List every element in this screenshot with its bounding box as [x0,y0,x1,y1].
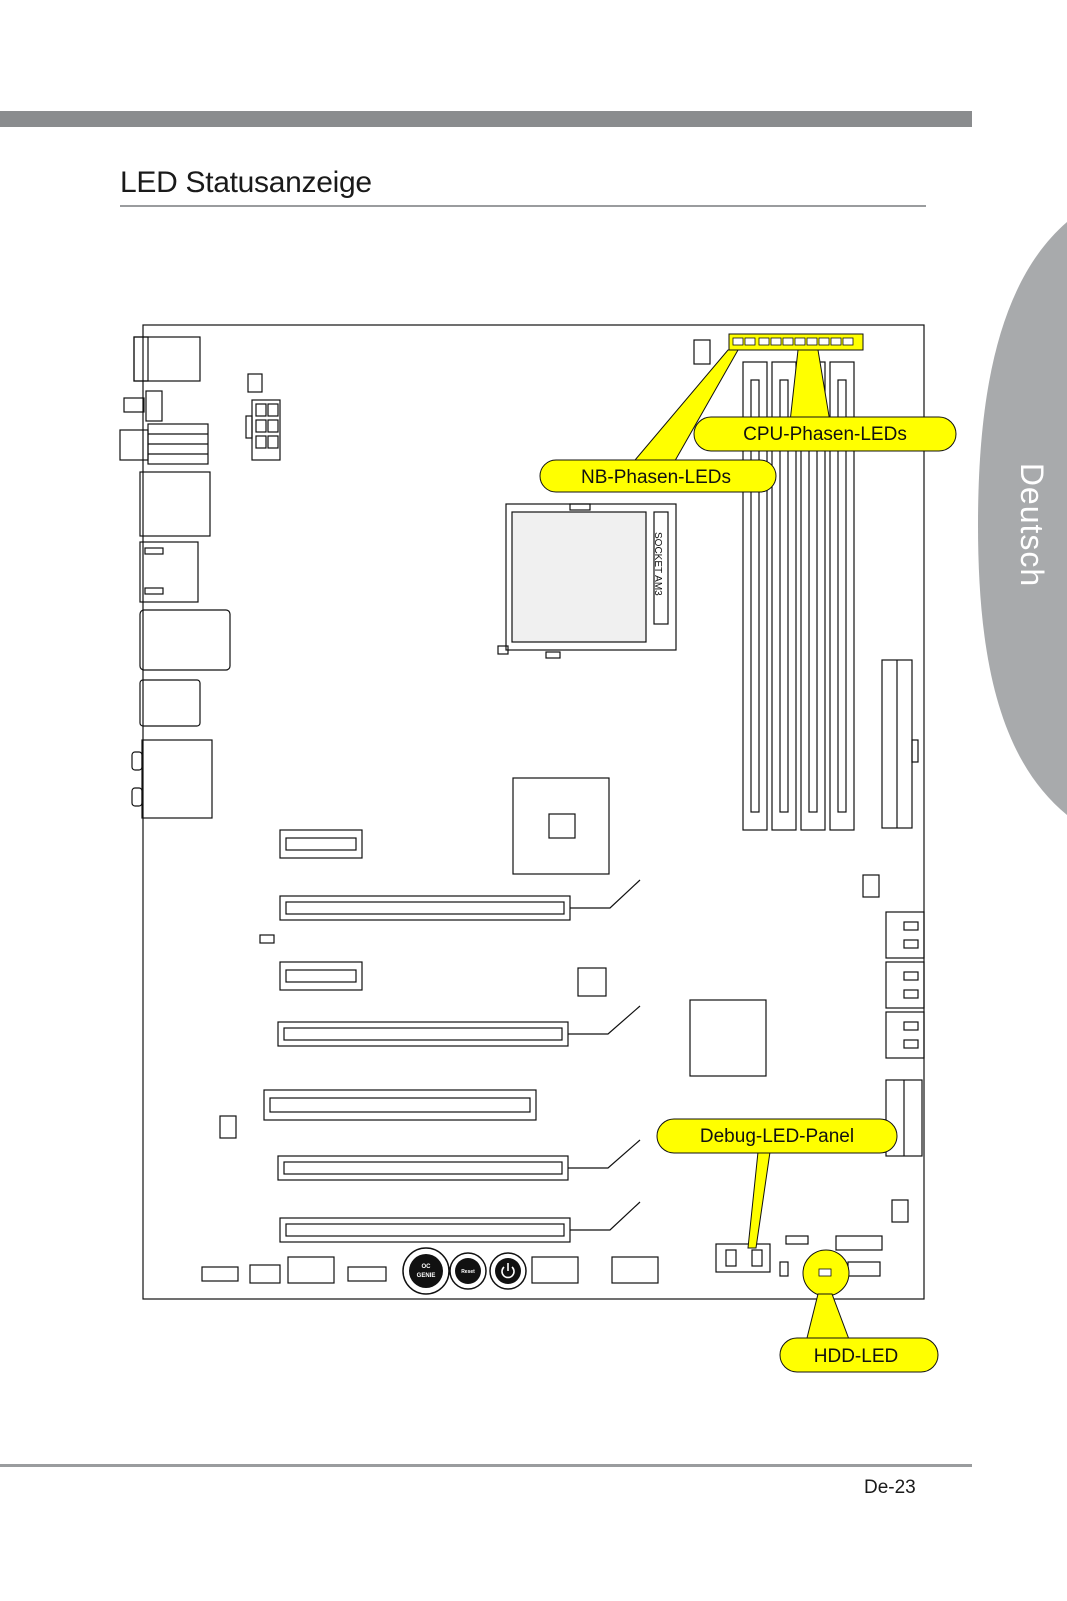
cpu-fan-header [693,339,711,365]
title-underline [120,205,926,207]
genie-label: GENIE [417,1273,436,1279]
northbridge-chip [512,777,610,875]
debug-led-display [715,1243,771,1273]
reset-label: Reset [461,1269,475,1275]
southbridge-chip [689,999,767,1077]
fan-header-right [891,1199,909,1223]
pcie-x1-slots [279,829,363,991]
callout-cpu-phase-label: CPU-Phasen-LEDs [743,424,907,445]
callout-nb-phase-label: NB-Phasen-LEDs [581,467,731,488]
sys-fan-header [862,874,880,898]
northbridge-core [548,813,576,839]
reset-button: Reset [449,1252,487,1290]
cpu-socket [497,503,677,659]
sata-ports [885,911,925,1059]
pci-slot [263,1089,537,1121]
pcie-x16-slots [277,879,641,1243]
socket-label: SOCKET AM3 [652,532,663,596]
callout-debug-panel-label: Debug-LED-Panel [700,1126,854,1147]
rear-io-ports [119,336,231,819]
callout-nb-phase: NB-Phasen-LEDs [539,349,777,493]
callout-cpu-phase: CPU-Phasen-LEDs [693,349,957,452]
page-number: De-23 [864,1477,916,1498]
board-outline [142,324,925,1300]
atx-power-connector [881,659,919,829]
header-bar [0,111,972,127]
cpu-power-connector [245,373,281,461]
small-chip [577,967,607,997]
dimm-slots [742,361,855,831]
footer-rule [0,1464,972,1467]
callout-hdd-led: HDD-LED [779,1249,939,1373]
jumper-header [219,1115,237,1139]
small-jumper [259,934,275,944]
phase-led-strip [728,333,864,351]
callout-hdd-led-label: HDD-LED [814,1346,898,1367]
callout-debug-panel: Debug-LED-Panel [656,1118,898,1249]
bottom-headers [201,1235,883,1284]
page-title: LED Statusanzeige [120,166,372,199]
oc-label: OC [422,1264,432,1270]
power-button [489,1252,527,1290]
oc-genie-button: OC GENIE [402,1247,450,1295]
power-icon [501,1263,515,1279]
